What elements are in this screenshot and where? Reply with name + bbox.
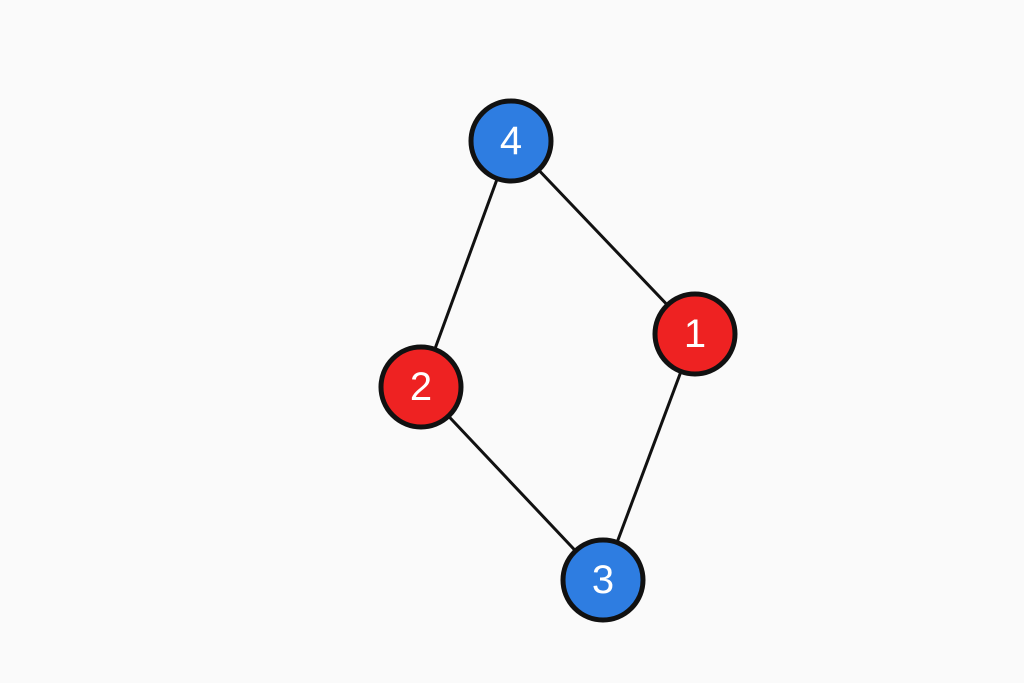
- node-circle-4[interactable]: [468, 98, 554, 184]
- graph-edge-2-3: [419, 385, 605, 582]
- edges-layer: [419, 139, 697, 582]
- graph-node-3[interactable]: 3: [560, 537, 646, 623]
- graph-edge-4-1: [509, 139, 697, 336]
- graph-edge-1-3: [601, 333, 697, 581]
- node-circle-1[interactable]: [652, 291, 738, 377]
- graph-node-1[interactable]: 1: [652, 291, 738, 377]
- graph-node-2[interactable]: 2: [378, 344, 464, 430]
- graph-edge-4-2: [419, 140, 513, 388]
- graph-node-4[interactable]: 4: [468, 98, 554, 184]
- node-circle-2[interactable]: [378, 344, 464, 430]
- node-circle-3[interactable]: [560, 537, 646, 623]
